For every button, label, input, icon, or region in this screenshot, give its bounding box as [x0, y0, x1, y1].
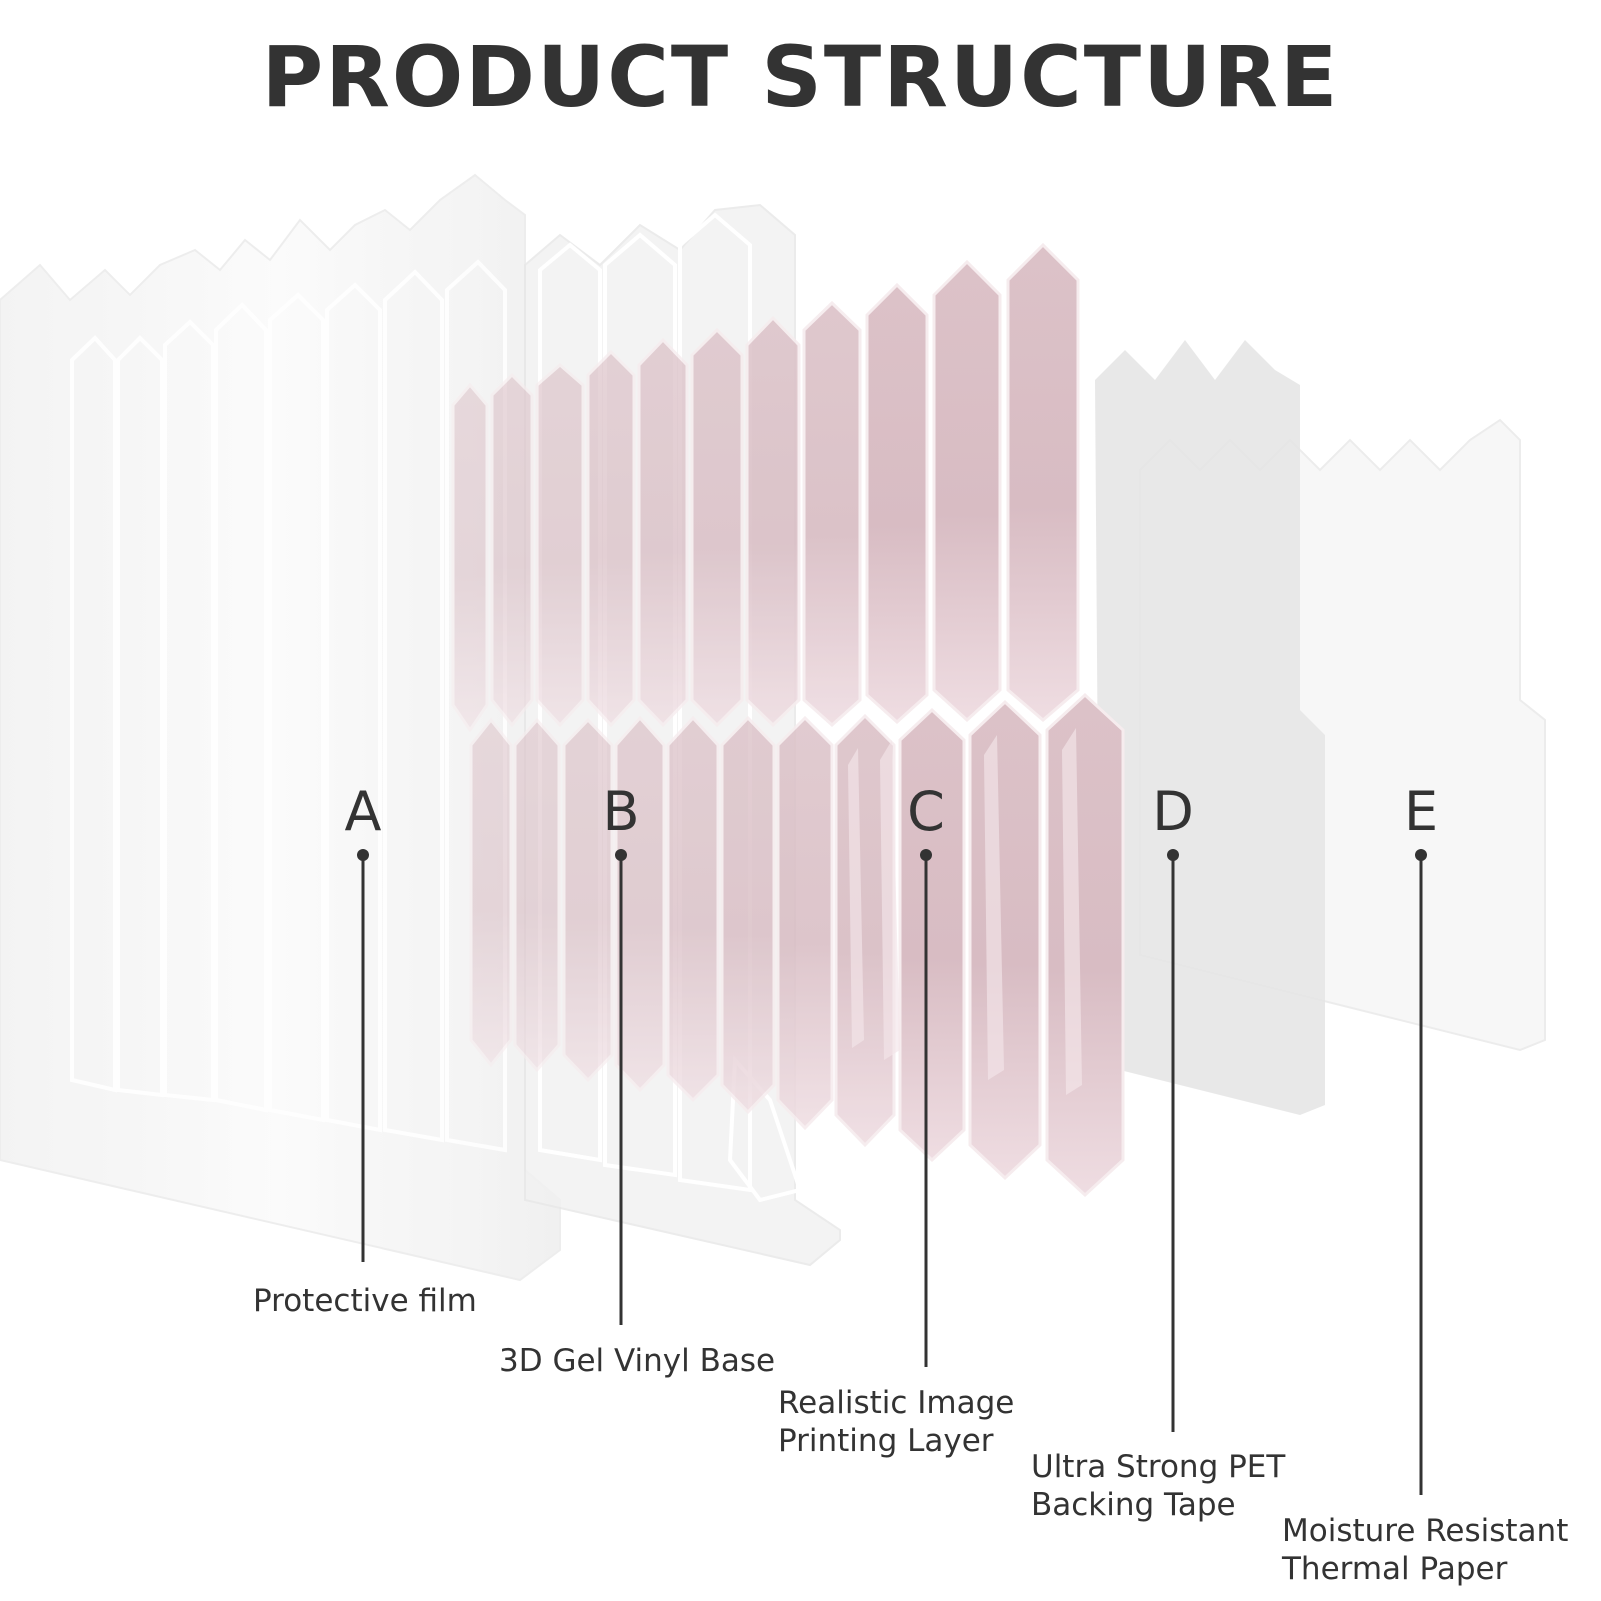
layer-desc-e-line-1: Moisture Resistant	[1282, 1513, 1569, 1549]
layer-desc-a: Protective film	[253, 1282, 477, 1320]
layer-letter-d: D	[1152, 780, 1194, 843]
layer-desc-a-line-1: Protective film	[253, 1283, 477, 1319]
layer-desc-c: Realistic Image Printing Layer	[778, 1384, 1014, 1460]
layer-desc-b-line-1: 3D Gel Vinyl Base	[499, 1343, 776, 1379]
layer-desc-c-line-1: Realistic Image	[778, 1385, 1015, 1421]
layer-letter-e: E	[1403, 780, 1439, 843]
backing-tape-sheet	[1095, 340, 1325, 1115]
leader-dot-c	[920, 849, 932, 861]
leader-dot-b	[615, 849, 627, 861]
layer-desc-e-line-2: Thermal Paper	[1282, 1551, 1508, 1587]
layer-letter-c: C	[907, 780, 945, 843]
layer-desc-d-line-1: Ultra Strong PET	[1031, 1449, 1286, 1485]
leader-dot-e	[1415, 849, 1427, 861]
layer-desc-d-line-2: Backing Tape	[1031, 1487, 1236, 1523]
layer-a-protective-film	[0, 173, 561, 1282]
layer-desc-b: 3D Gel Vinyl Base	[499, 1342, 775, 1380]
pink-tiles-upper-row	[451, 242, 1080, 733]
layer-letter-b: B	[602, 780, 640, 843]
leader-dot-a	[357, 849, 369, 861]
leader-lines	[357, 849, 1427, 1495]
layer-desc-e: Moisture Resistant Thermal Paper	[1282, 1512, 1568, 1588]
layer-desc-d: Ultra Strong PET Backing Tape	[1031, 1448, 1285, 1524]
layer-desc-c-line-2: Printing Layer	[778, 1423, 994, 1459]
leader-dot-d	[1167, 849, 1179, 861]
layer-d-backing-tape	[1095, 340, 1325, 1115]
tile-gloss-highlights	[848, 728, 1082, 1095]
protective-film-sheet	[0, 173, 561, 1282]
layer-c-printing-layer	[451, 242, 1125, 1198]
film-tile-outlines	[70, 259, 507, 1153]
layer-letter-a: A	[344, 780, 382, 843]
page-title: PRODUCT STRUCTURE	[261, 28, 1340, 126]
